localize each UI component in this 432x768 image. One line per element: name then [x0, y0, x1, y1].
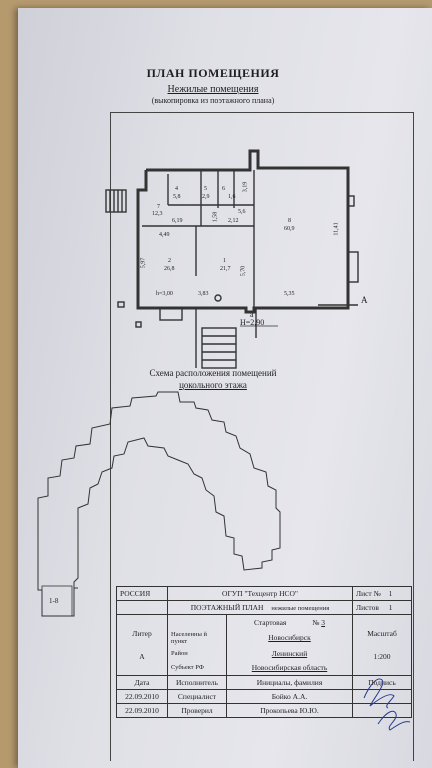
stamp-scale-label: Масштаб	[367, 629, 397, 638]
room-2-area: 26,8	[164, 266, 175, 272]
stamp-district: Ленинский	[226, 646, 353, 661]
dim-label: h=3,00	[156, 291, 173, 297]
room-5-number: 5	[204, 186, 207, 192]
stamp-liter-value: А	[139, 652, 145, 661]
signature-2	[377, 710, 411, 731]
stamp-liter-label: Литер	[132, 629, 152, 638]
signature-1	[363, 678, 395, 709]
room-3-area: 4,49	[159, 232, 170, 238]
dim-label: 2,12	[228, 218, 239, 224]
stamp-sheets-num: 1	[388, 603, 393, 612]
scheme-caption-floor: цокольного этажа	[179, 380, 247, 390]
document-note: (выкопировка из поэтажного плана)	[151, 96, 275, 105]
dim-label: 5,6	[238, 209, 246, 215]
building-outline	[37, 391, 281, 617]
plan-stair	[201, 327, 237, 369]
room-7-area: 12,3	[152, 211, 163, 217]
floor-plan	[105, 149, 359, 369]
block-label: 1-8	[49, 597, 59, 605]
room-6-area: 1,6	[228, 194, 236, 200]
stamp-street: Стартовая	[253, 617, 287, 627]
stamp-house-num: 3	[321, 617, 326, 627]
stamp-num-label: №	[312, 617, 320, 627]
plan-stair	[105, 189, 127, 213]
scheme-caption: Схема расположения помещений	[149, 368, 277, 378]
room-2-number: 2	[168, 258, 171, 264]
stamp-plan-sub: нежилые помещения	[271, 605, 330, 612]
block-1-8-marker	[41, 585, 73, 617]
signatures	[363, 678, 411, 731]
stamp-sheet-label: Лист №	[356, 589, 381, 598]
stamp-settlement: Новосибирск	[226, 629, 353, 647]
room-1-number: 1	[223, 258, 226, 264]
stamp-plan-type: ПОЭТАЖНЫЙ ПЛАН	[190, 603, 264, 612]
room-8-number: 8	[288, 218, 291, 224]
dim-label: 3,83	[198, 291, 209, 297]
building-scheme	[37, 391, 281, 617]
room-6-number: 6	[222, 186, 225, 192]
document-sheet: ПЛАН ПОМЕЩЕНИЯ Нежилые помещения (выкопи…	[18, 8, 432, 768]
entrance-letter: а	[250, 310, 254, 319]
stamp-scale: 1:200	[373, 652, 391, 661]
stamp-sheets-label: Листов	[356, 603, 379, 612]
room-5-area: 2,9	[202, 194, 210, 200]
document-subtitle: Нежилые помещения	[167, 84, 259, 95]
entrance-height: H=2,90	[240, 318, 265, 327]
section-letter: А	[361, 295, 368, 305]
room-4-number: 4	[175, 186, 178, 192]
room-1-area: 21,7	[220, 266, 231, 272]
dim-label: 6,19	[172, 218, 183, 224]
drawing-frame	[110, 112, 414, 761]
dim-label: 5,35	[284, 291, 295, 297]
room-4-area: 5,8	[173, 194, 181, 200]
room-7-number: 7	[157, 204, 160, 210]
stamp-sheet-num: 1	[388, 589, 393, 598]
title-block: РОССИЯ ОГУП "Техцентр НСО" Лист № 1 ПОЭТ…	[116, 586, 412, 718]
room-8-area: 60,9	[284, 226, 295, 232]
document-title: ПЛАН ПОМЕЩЕНИЯ	[146, 66, 280, 80]
